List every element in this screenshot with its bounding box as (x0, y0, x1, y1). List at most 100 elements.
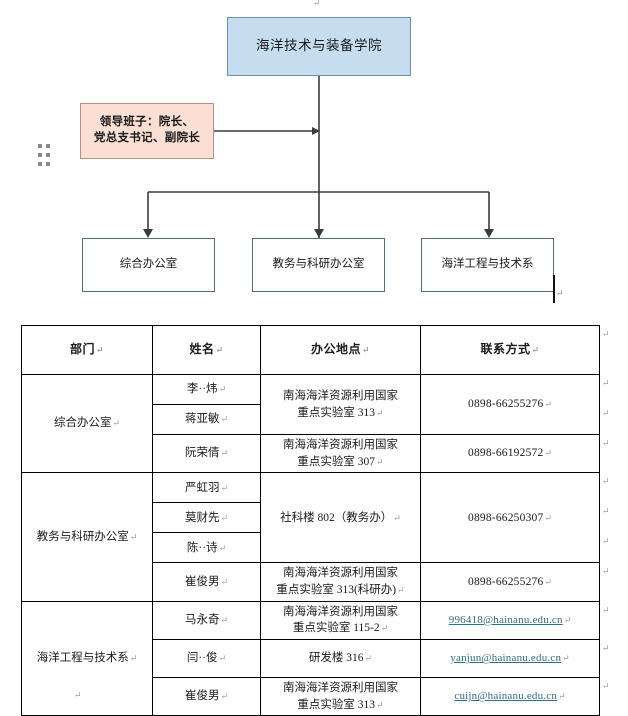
cell-office: 南海海洋资源利用国家重点实验室 307↵ (260, 433, 421, 474)
paragraph-mark-icon: ↵ (602, 438, 610, 448)
org-node-engineering-dept-label: 海洋工程与技术系 (441, 258, 534, 271)
table-row: 莫财先↵ (22, 502, 600, 534)
cell-contact: cuijn@hainanu.edu.cn↵ (420, 677, 600, 716)
paragraph-mark-icon: ↵ (602, 536, 610, 546)
paragraph-mark-icon: ↵ (602, 476, 610, 486)
paragraph-mark-icon: ↵ (563, 614, 572, 625)
paragraph-mark-icon: ↵ (602, 643, 610, 653)
paragraph-mark-icon: ↵ (544, 576, 552, 587)
cell-text: 马永奇 (184, 614, 220, 627)
header-text: 姓名 (189, 342, 215, 357)
cell-text: 综合办公室 (53, 417, 112, 430)
paragraph-mark-icon: ↵ (602, 329, 610, 339)
table-body: 综合办公室↵李··炜↵南海海洋资源利用国家重点实验室 313↵0898-6625… (21, 373, 600, 716)
drag-handle-dots-icon[interactable] (38, 144, 50, 166)
cell-contact: 996418@hainanu.edu.cn↵ (420, 600, 600, 641)
cell-text: 闫··俊 (186, 652, 218, 665)
cell-office: 南海海洋资源利用国家重点实验室 115-2↵ (260, 600, 421, 641)
table-row: 崔俊男↵南海海洋资源利用国家重点实验室 313(科研办)↵0898-662552… (22, 562, 600, 602)
table-header-contact: 联系方式↵ (420, 325, 600, 375)
cell-text: 严虹羽 (184, 481, 220, 494)
paragraph-mark-icon: ↵ (215, 345, 224, 356)
cell-text: 南海海洋资源利用国家重点实验室 313(科研办) (276, 567, 398, 597)
handle-dot (38, 162, 42, 166)
paragraph-mark-icon: ↵ (129, 531, 138, 542)
cell-text: 崔俊男 (184, 690, 220, 703)
cell-text: 莫财先 (184, 511, 220, 524)
cell-text: 崔俊男 (184, 575, 220, 588)
cell-department: 综合办公室↵ (21, 373, 153, 474)
cell-text: 0898-66255276 (468, 398, 544, 411)
cell-text: 0898-66250307 (468, 511, 544, 524)
cell-text[interactable]: cuijn@hainanu.edu.cn (454, 690, 558, 703)
paragraph-mark-icon: ↵ (112, 418, 121, 429)
paragraph-mark-icon: ↵ (129, 653, 138, 664)
paragraph-mark-icon: ↵ (602, 681, 610, 691)
paragraph-mark-icon: ↵ (380, 623, 389, 634)
table-row: 阮荣倩↵南海海洋资源利用国家重点实验室 307↵0898-66192572↵ (22, 433, 600, 474)
table-row: 闫··俊↵研发楼 316↵yanjun@hainanu.edu.cn↵ (22, 639, 600, 679)
cell-name: 严虹羽↵ (152, 472, 261, 504)
paragraph-mark-icon: ↵ (74, 690, 82, 700)
org-node-engineering-dept[interactable]: 海洋工程与技术系 (421, 238, 554, 292)
paragraph-mark-icon: ↵ (397, 585, 405, 596)
paragraph-mark-icon: ↵ (361, 345, 371, 356)
table-header-office: 办公地点↵ (260, 325, 421, 375)
cell-name: 蒋亚敏↵ (152, 404, 261, 435)
cell-contact: 0898-66250307↵ (420, 472, 600, 564)
cell-text: 南海海洋资源利用国家重点实验室 307 (283, 439, 398, 468)
cell-text: 蒋亚敏 (184, 413, 220, 426)
cell-contact: yanjun@hainanu.edu.cn↵ (420, 639, 600, 679)
paragraph-mark-icon: ↵ (220, 691, 229, 702)
paragraph-mark-icon: ↵ (220, 414, 229, 425)
table-header-name: 姓名↵ (152, 325, 261, 375)
cell-text: 南海海洋资源利用国家重点实验室 115-2 (283, 605, 398, 635)
paragraph-mark-icon: ↵ (220, 576, 229, 587)
paragraph-mark-icon: ↵ (220, 512, 229, 523)
cell-text: 研发楼 316 (308, 652, 364, 665)
handle-dot (38, 153, 42, 157)
paragraph-mark-icon: ↵ (558, 691, 566, 702)
org-node-academic-office-label: 教务与科研办公室 (272, 258, 365, 271)
paragraph-mark-icon: ↵ (544, 512, 552, 523)
paragraph-mark-icon: ↵ (602, 566, 610, 576)
org-node-general-office[interactable]: 综合办公室 (82, 238, 215, 292)
table-row: 陈··诗 ↵ (22, 532, 600, 564)
cell-department: 海洋工程与技术系↵ (21, 600, 153, 716)
cell-text: 陈··诗 (186, 541, 218, 554)
org-node-leadership[interactable]: 领导班子：院长、 党总支书记、副院长 (80, 103, 214, 159)
paragraph-mark-icon: ↵ (562, 653, 570, 664)
paragraph-mark-icon: ↵ (218, 384, 227, 395)
cell-office: 南海海洋资源利用国家重点实验室 313↵ (260, 374, 421, 435)
cell-office: 研发楼 316↵ (260, 639, 421, 679)
table-row: 崔俊男↵南海海洋资源利用国家重点实验室 313↵cuijn@hainanu.ed… (22, 677, 600, 716)
table-row: 综合办公室↵李··炜↵南海海洋资源利用国家重点实验室 313↵0898-6625… (21, 373, 600, 474)
cell-text: 南海海洋资源利用国家重点实验室 313 (283, 682, 398, 711)
cell-department: 教务与科研办公室↵ (21, 472, 153, 602)
paragraph-mark-icon: ↵ (220, 482, 229, 493)
cell-text: 南海海洋资源利用国家重点实验室 313 (283, 389, 398, 419)
cell-text: 0898-66255276 (468, 575, 544, 588)
paragraph-mark-icon: ↵ (556, 288, 564, 298)
cell-text[interactable]: yanjun@hainanu.edu.cn (450, 652, 562, 665)
cell-name: 阮荣倩↵ (152, 433, 261, 474)
cell-name: 闫··俊↵ (152, 639, 261, 679)
paragraph-mark-icon: ↵ (602, 506, 610, 516)
cell-text: 李··炜 (186, 383, 218, 396)
cell-name: 陈··诗↵ (152, 532, 261, 564)
paragraph-mark-icon: ↵ (220, 615, 229, 626)
cell-name: 莫财先↵ (152, 502, 261, 534)
org-chart-diagram: ↵ 海洋技术与装备学院 领导班子：院长、 党总支书记、副院长 综合办公室 教务与… (0, 0, 628, 318)
cell-text[interactable]: 996418@hainanu.edu.cn (448, 613, 563, 626)
org-node-academic-office[interactable]: 教务与科研办公室 (252, 238, 385, 292)
paragraph-mark-icon: ↵ (218, 653, 227, 664)
cell-office: 社科楼 802（教务办）↵ (260, 472, 421, 564)
org-node-general-office-label: 综合办公室 (119, 258, 178, 271)
cell-office: 南海海洋资源利用国家重点实验室 313(科研办)↵ (260, 562, 421, 602)
header-text: 部门 (69, 342, 95, 357)
org-node-leadership-label: 领导班子：院长、 党总支书记、副院长 (93, 116, 201, 144)
org-node-college[interactable]: 海洋技术与装备学院 (227, 17, 411, 76)
table-header-row: 部门↵ 姓名↵ 办公地点↵ 联系方式↵ (21, 325, 600, 375)
handle-dot (46, 153, 50, 157)
cell-text: 0898-66192572 (468, 447, 544, 460)
